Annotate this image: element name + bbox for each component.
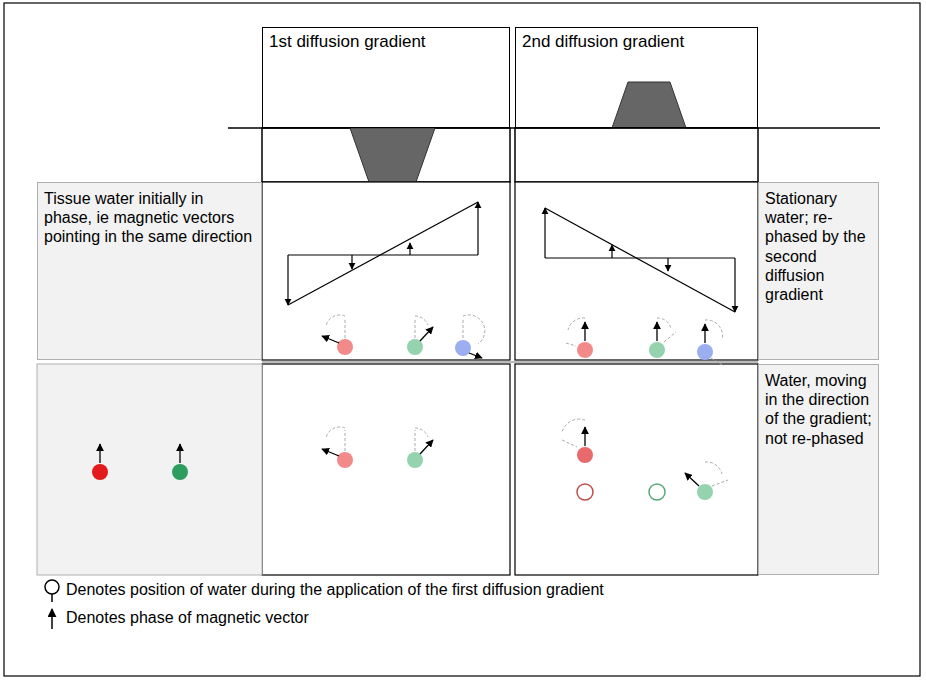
spin-group [562, 419, 728, 500]
gradient-box [262, 128, 510, 182]
outer-frame [4, 3, 920, 676]
positive-gradient-lobe [612, 82, 686, 128]
spin-group [322, 427, 433, 468]
row-divider [262, 361, 758, 363]
grid-cell [262, 364, 510, 575]
grid-cell [262, 182, 510, 360]
grid-cell [515, 364, 758, 575]
header-box: 1st diffusion gradient [262, 27, 510, 128]
legend-text: Denotes phase of magnetic vector [66, 609, 309, 627]
cell-text: Tissue water initially in phase, ie magn… [44, 189, 255, 247]
cell-text: Stationary water; re-phased by the secon… [765, 189, 872, 304]
legend-text: Denotes position of water during the app… [66, 581, 604, 599]
cell-text: Water, moving in the direction of the gr… [765, 371, 872, 448]
cell-text: 1st diffusion gradient [269, 32, 503, 52]
spin-group [92, 444, 188, 480]
negative-gradient-lobe [350, 128, 435, 182]
header-box: 2nd diffusion gradient [515, 27, 758, 128]
description-cell: Tissue water initially in phase, ie magn… [37, 182, 262, 360]
legend-sample [45, 580, 59, 602]
field-gradient-plot [545, 208, 735, 312]
grid-cell [37, 364, 262, 575]
description-cell: Stationary water; re-phased by the secon… [758, 182, 879, 360]
field-gradient-plot [288, 202, 478, 305]
legend-sample [52, 609, 53, 629]
gradient-box [515, 128, 758, 182]
grid-cell [515, 182, 758, 360]
spin-group [566, 318, 724, 366]
spin-group [322, 315, 485, 358]
cell-text: 2nd diffusion gradient [522, 32, 751, 52]
description-cell: Water, moving in the direction of the gr… [758, 364, 879, 575]
